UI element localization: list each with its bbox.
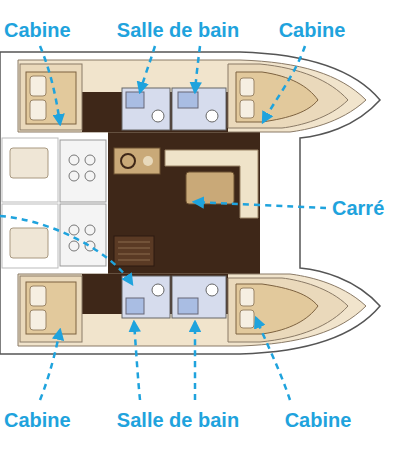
- room-label: Carré: [332, 196, 384, 220]
- room-label: Cabine: [279, 18, 346, 42]
- room-label: Salle de bain: [117, 408, 239, 432]
- room-label: Cabine: [4, 408, 71, 432]
- leader-lines: [0, 46, 326, 400]
- room-label: Cabine: [4, 18, 71, 42]
- room-label: Cabine: [285, 408, 352, 432]
- room-label: Salle de bain: [117, 18, 239, 42]
